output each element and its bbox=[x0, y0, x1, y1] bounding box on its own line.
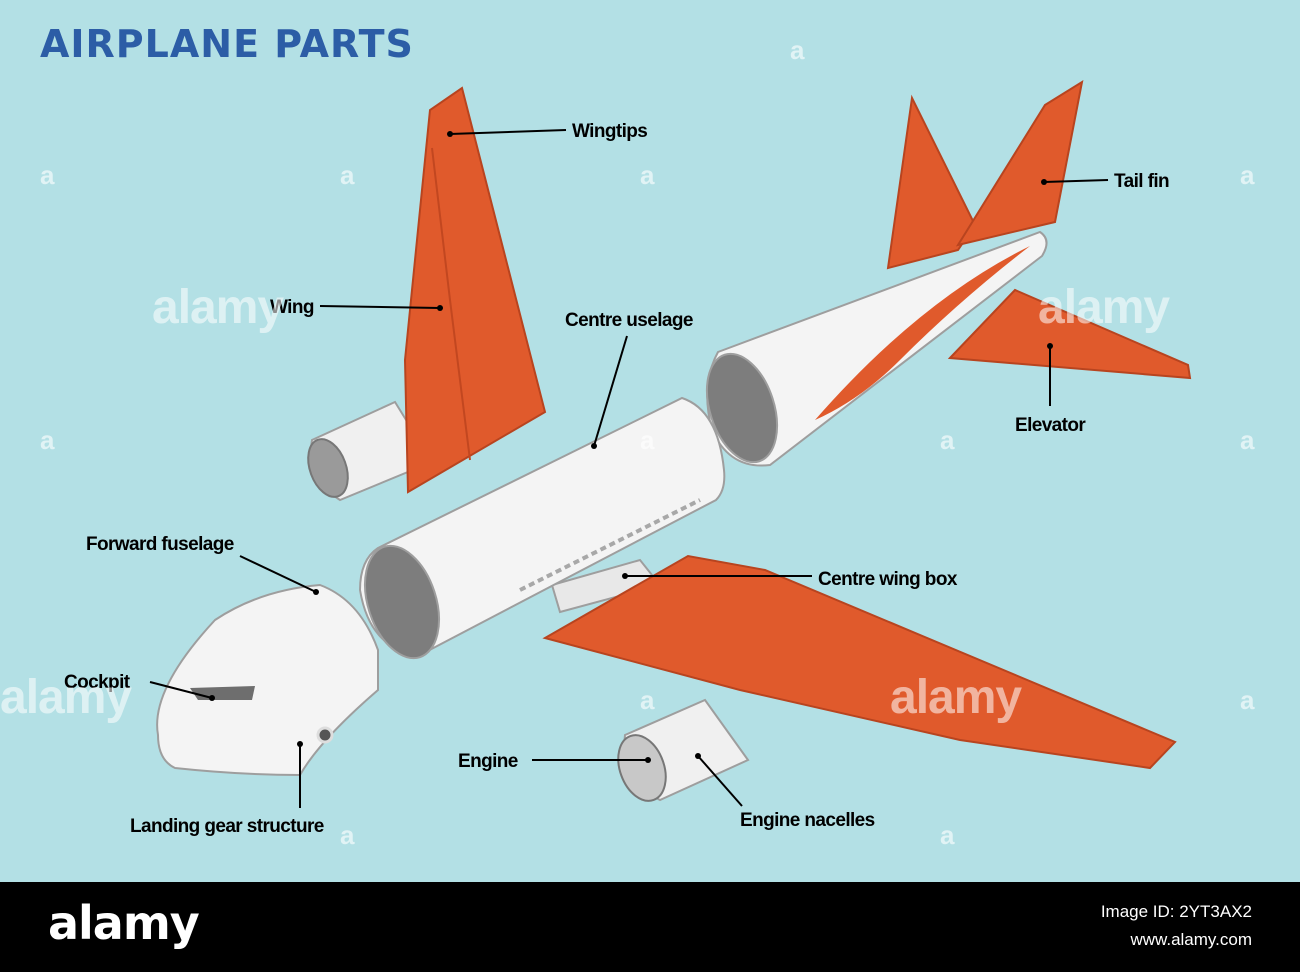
right-wing-assembly bbox=[542, 554, 1177, 802]
right-wing bbox=[542, 554, 1177, 770]
rear-fuselage-stripe bbox=[815, 246, 1030, 420]
diagram-canvas: AIRPLANE PARTS bbox=[0, 0, 1300, 882]
watermark-glyph: a bbox=[1240, 160, 1255, 190]
forward-fuselage-leader bbox=[239, 555, 317, 593]
footer-bar: alamy Image ID: 2YT3AX2 www.alamy.com bbox=[0, 882, 1300, 972]
label-landing-gear: Landing gear structure bbox=[130, 816, 324, 837]
watermark-glyph: a bbox=[340, 820, 355, 850]
label-centre-fuselage: Centre uselage bbox=[565, 310, 693, 331]
watermark-glyph: a bbox=[340, 160, 355, 190]
label-engine: Engine bbox=[458, 751, 518, 772]
tail-assembly bbox=[705, 79, 1192, 467]
left-wing-assembly bbox=[307, 86, 547, 502]
label-cockpit: Cockpit bbox=[64, 672, 131, 693]
forward-fuselage-group bbox=[156, 583, 379, 777]
elevator bbox=[947, 288, 1192, 380]
left-wing-detail bbox=[431, 147, 471, 461]
label-tail-fin: Tail fin bbox=[1114, 171, 1169, 192]
leader-dots bbox=[209, 131, 1053, 763]
leader-lines bbox=[149, 129, 1109, 808]
watermark-glyph: a bbox=[940, 425, 955, 455]
page-title: AIRPLANE PARTS bbox=[40, 22, 414, 66]
label-forward-fuselage: Forward fuselage bbox=[86, 534, 234, 555]
left-engine-intake bbox=[307, 438, 349, 498]
watermark-glyph: a bbox=[790, 35, 805, 65]
watermark-glyph: a bbox=[640, 160, 655, 190]
watermark-glyph: a bbox=[640, 425, 655, 455]
centre-fuselage bbox=[358, 396, 726, 657]
rear-fuselage-opening bbox=[705, 352, 779, 464]
watermark-text: alamy bbox=[890, 671, 1022, 724]
centre-fuselage-leader bbox=[593, 335, 628, 447]
centre-fuselage-group bbox=[358, 396, 726, 660]
watermark-glyph: a bbox=[940, 820, 955, 850]
label-wingtips: Wingtips bbox=[572, 121, 647, 142]
cockpit-leader bbox=[149, 681, 213, 699]
wing-leader bbox=[319, 305, 441, 309]
label-elevator: Elevator bbox=[1015, 415, 1086, 436]
wingtips-leader bbox=[449, 129, 567, 135]
label-wing: Wing bbox=[270, 297, 314, 318]
site-url: www.alamy.com bbox=[1130, 930, 1252, 949]
engine-nacelles-leader bbox=[697, 755, 743, 807]
tail-fin-leader bbox=[1043, 179, 1109, 183]
watermark-glyph: a bbox=[640, 685, 655, 715]
watermark-glyph: a bbox=[40, 160, 55, 190]
label-engine-nacelles: Engine nacelles bbox=[740, 810, 875, 831]
watermark-text: alamy bbox=[1038, 281, 1170, 334]
watermark-text: alamy bbox=[0, 671, 132, 724]
tail-fin bbox=[955, 79, 1084, 247]
watermark-glyph: a bbox=[1240, 425, 1255, 455]
watermark-glyph: a bbox=[40, 425, 55, 455]
watermark-glyph: a bbox=[1240, 685, 1255, 715]
airplane-diagram: Wingtips Tail fin Wing Centre uselage El… bbox=[64, 79, 1192, 837]
label-centre-wing-box: Centre wing box bbox=[818, 569, 958, 590]
forward-fuselage bbox=[156, 583, 379, 777]
centre-fuselage-opening bbox=[364, 544, 440, 660]
centre-fuselage-window-row bbox=[519, 498, 701, 592]
image-id: Image ID: 2YT3AX2 bbox=[1100, 902, 1252, 921]
alamy-logo: alamy bbox=[48, 896, 200, 950]
watermark-text: alamy bbox=[152, 281, 284, 334]
landing-gear-wheel bbox=[316, 726, 334, 744]
left-wing bbox=[403, 86, 547, 494]
cockpit-windows bbox=[190, 686, 255, 700]
right-engine-intake bbox=[617, 734, 667, 802]
